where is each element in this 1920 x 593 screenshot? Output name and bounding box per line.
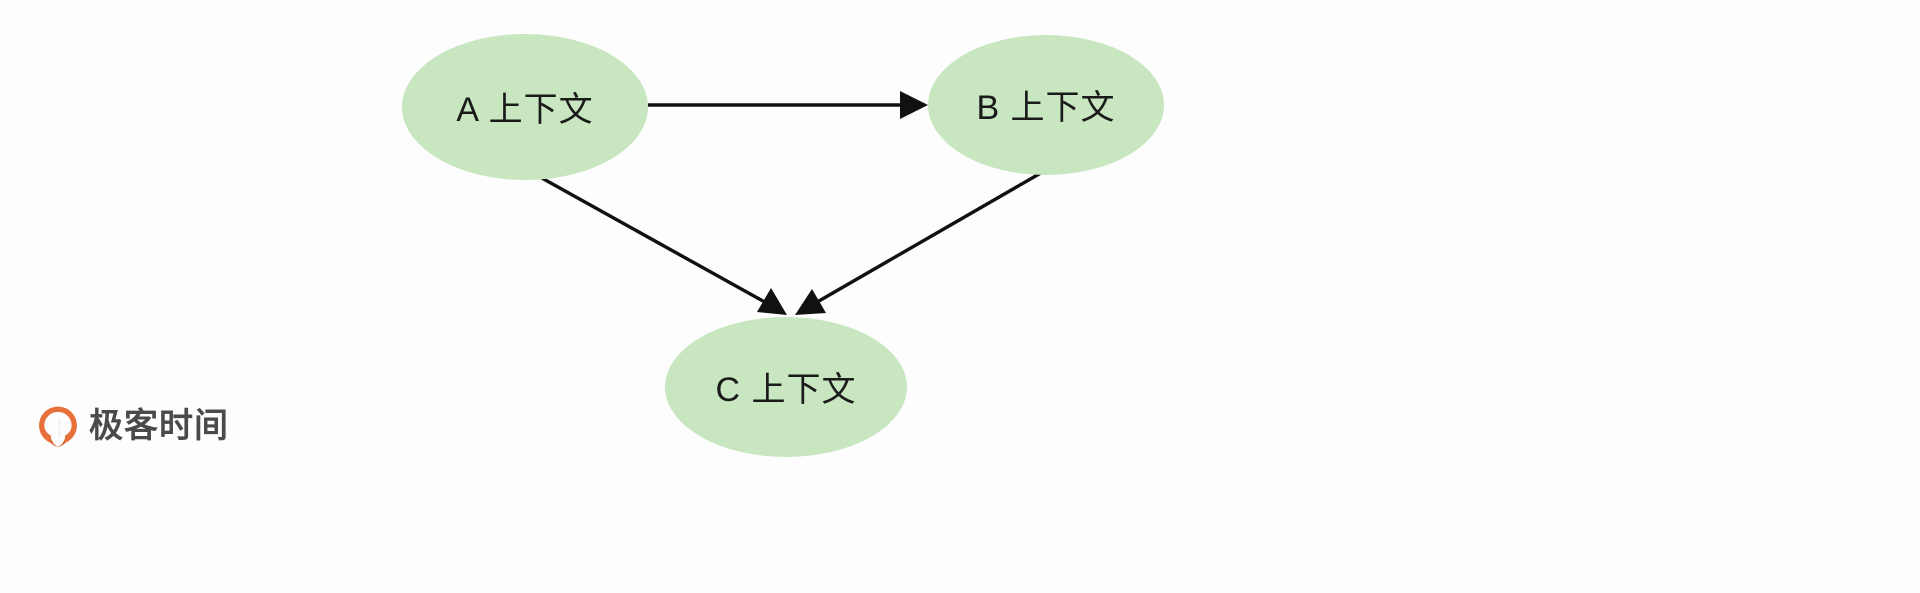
node-a-shape [402,34,648,180]
logo-tail [50,438,66,447]
edge-a-to-c-arrowhead [757,288,787,315]
node-b-shape [928,35,1164,175]
geektime-logo-icon [39,406,77,447]
node-b-label: B 上下文 [976,89,1115,127]
node-c-shape [665,317,907,457]
logo-ring [39,406,77,444]
edge-b-to-c [795,168,1047,315]
edge-a-to-c [530,170,787,315]
brand-wordmark: 极客时间 [89,407,229,445]
brand-logo: 极客时间 [36,404,229,448]
node-a-label: A 上下文 [456,91,593,129]
logo-pointer-shade [58,418,64,438]
edge-b-to-c-line [811,168,1047,307]
node-b[interactable]: B 上下文 [928,35,1164,175]
node-c[interactable]: C 上下文 [665,317,907,457]
edge-a-to-b [648,91,928,119]
edge-a-to-b-arrowhead [900,91,928,119]
node-a[interactable]: A 上下文 [402,34,648,180]
edge-a-to-c-line [530,170,771,307]
node-c-label: C 上下文 [716,371,857,409]
edge-b-to-c-arrowhead [795,289,826,315]
